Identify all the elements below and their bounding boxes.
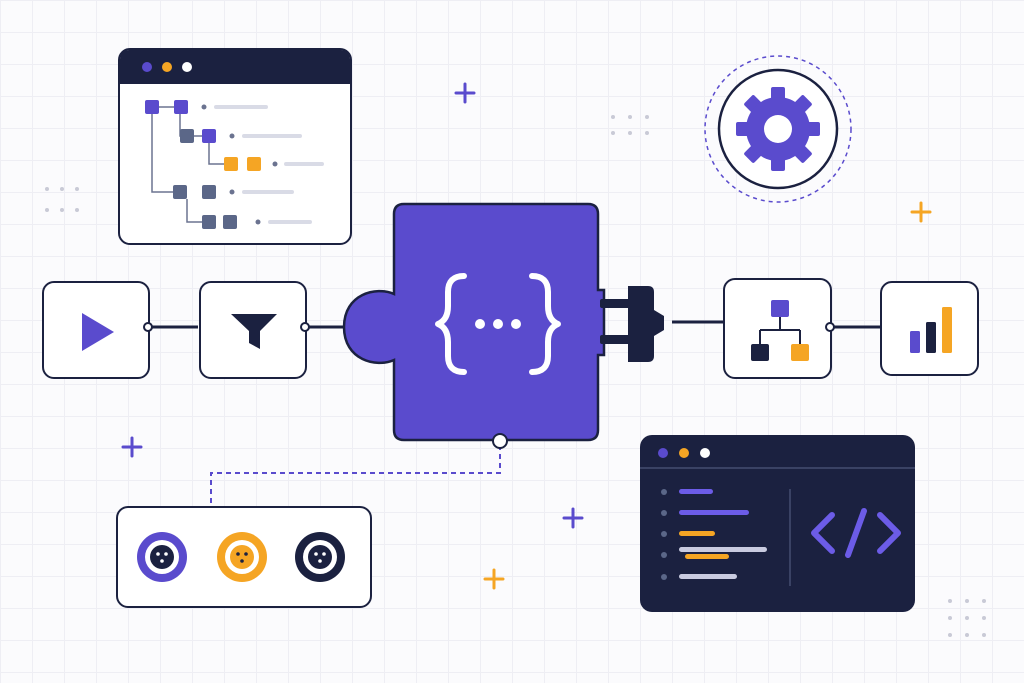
plus-sparkle-icon <box>562 507 584 529</box>
port-icon <box>295 532 345 582</box>
plus-sparkle-icon <box>121 436 143 458</box>
dot-grid-bottom-right <box>948 599 986 637</box>
play-node-port <box>143 322 153 332</box>
play-node <box>42 281 150 379</box>
dot-grid-top <box>611 115 649 135</box>
bar-chart-icon-bar <box>942 307 952 353</box>
gear-icon <box>736 87 820 171</box>
ellipsis-icon <box>475 319 521 329</box>
code-braces-icon <box>435 273 561 375</box>
hierarchy-node <box>723 278 832 379</box>
window-dot-white <box>700 448 710 458</box>
filter-node <box>199 281 307 379</box>
plus-sparkle-icon <box>483 568 505 590</box>
tree-structure-icon <box>145 100 324 229</box>
bar-chart-icon-bar <box>926 322 936 353</box>
window-dot-purple <box>142 62 152 72</box>
bar-chart-node <box>880 281 979 376</box>
pipeline-connectors <box>150 320 880 329</box>
window-dot-white <box>182 62 192 72</box>
filter-icon <box>231 314 277 349</box>
hierarchy-node-port <box>825 322 835 332</box>
hierarchy-icon <box>751 300 809 361</box>
connectors-panel <box>116 506 372 608</box>
bar-chart-icon <box>910 307 952 353</box>
plug-icon <box>600 286 664 362</box>
port-icon <box>217 532 267 582</box>
dot-grid-left <box>45 187 79 212</box>
code-tag-icon <box>811 508 901 558</box>
port-icon <box>137 532 187 582</box>
code-puzzle-piece <box>342 202 606 442</box>
titlebar-divider <box>640 467 915 469</box>
tree-window <box>118 48 352 245</box>
puzzle-bottom-port <box>492 433 508 449</box>
gear-badge <box>704 55 852 203</box>
plus-sparkle-icon <box>910 201 932 223</box>
code-window <box>640 435 915 612</box>
filter-node-port <box>300 322 310 332</box>
plus-sparkle-icon <box>454 82 476 104</box>
code-lines <box>661 489 791 586</box>
bar-chart-icon-bar <box>910 331 920 353</box>
window-dot-orange <box>679 448 689 458</box>
play-icon <box>82 313 114 351</box>
window-dot-purple <box>658 448 668 458</box>
window-dot-orange <box>162 62 172 72</box>
window-titlebar <box>120 50 350 84</box>
dashed-link <box>210 445 501 506</box>
connector-ports <box>137 532 345 582</box>
